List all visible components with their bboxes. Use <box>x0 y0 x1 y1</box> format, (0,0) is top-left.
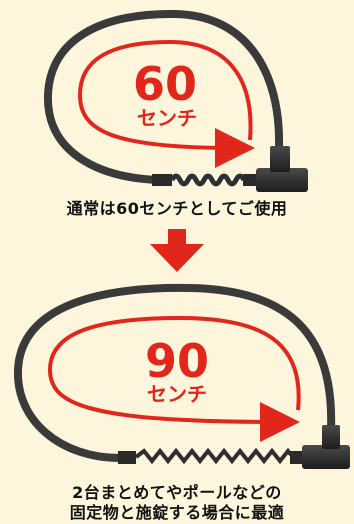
cable-sleeve-60 <box>152 174 172 186</box>
cable-loop-60 <box>43 9 284 184</box>
cable-lock-60: 60 センチ <box>43 9 308 192</box>
length-number-90: 90 <box>145 334 209 388</box>
lock-body-90 <box>302 445 350 469</box>
length-number-60: 60 <box>133 57 197 111</box>
coil-cable-90 <box>134 447 304 465</box>
down-arrow-icon <box>150 229 204 272</box>
length-unit-90: センチ <box>147 382 207 406</box>
cable-lock-90: 90 センチ <box>13 283 350 469</box>
cable-sleeve-90 <box>118 451 136 464</box>
caption-extended-line1: 2台まとめてやポールなどの <box>72 483 282 502</box>
lock-head-60 <box>270 146 290 172</box>
lock-head-90 <box>322 425 340 449</box>
caption-extended-line2: 固定物と施錠する場合に最適 <box>69 503 285 522</box>
red-arrow-90 <box>47 315 301 442</box>
red-arrow-60 <box>77 39 255 168</box>
coil-cable-60 <box>169 173 247 187</box>
length-unit-60: センチ <box>137 106 197 130</box>
lock-body-60 <box>256 168 308 192</box>
caption-normal-use: 通常は60センチとしてご使用 <box>66 199 288 218</box>
coil-sleeve-90 <box>290 451 304 464</box>
coil-sleeve-60 <box>243 174 257 186</box>
cable-loop-90 <box>13 283 336 462</box>
